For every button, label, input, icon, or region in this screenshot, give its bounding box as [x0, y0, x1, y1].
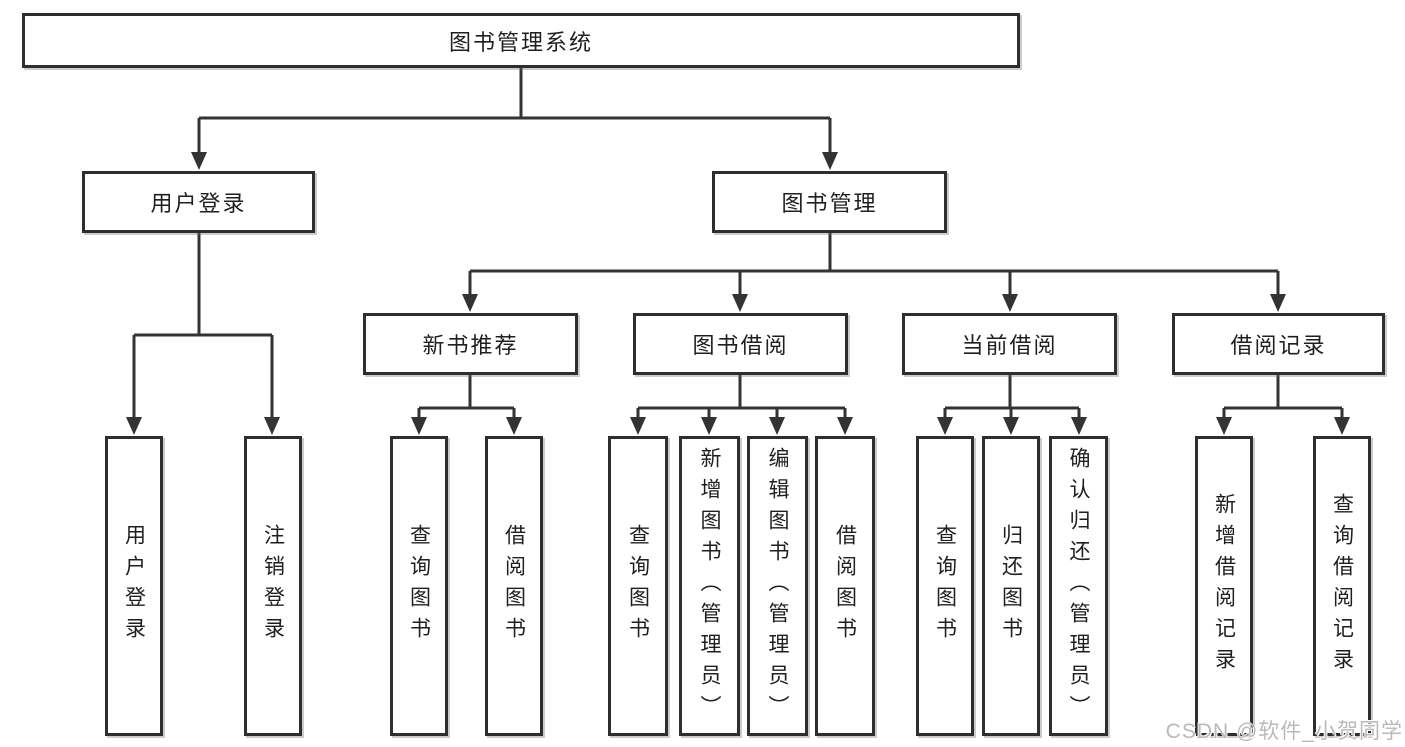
node-label: 新增图书（管理员） — [698, 446, 721, 726]
node-label: 查询图书 — [626, 524, 650, 648]
leaf-records-query-record: 查询借阅记录 — [1313, 436, 1371, 736]
watermark: CSDN @软件_小贺同学 — [1165, 720, 1403, 743]
node-current-borrow: 当前借阅 — [902, 313, 1117, 375]
node-label: 当前借阅 — [961, 333, 1058, 358]
leaf-current-query-books: 查询图书 — [916, 436, 974, 736]
node-user-login: 用户登录 — [82, 171, 315, 233]
leaf-borrow-borrow-books: 借阅图书 — [815, 436, 875, 736]
node-book-management: 图书管理 — [712, 171, 947, 233]
node-root: 图书管理系统 — [22, 13, 1020, 68]
node-label: 查询借阅记录 — [1330, 493, 1354, 679]
node-label: 新增借阅记录 — [1212, 493, 1236, 679]
leaf-newbook-borrow-books: 借阅图书 — [485, 436, 543, 736]
leaf-borrow-add-books-admin: 新增图书（管理员） — [679, 436, 740, 736]
node-label: 图书管理 — [781, 191, 878, 216]
leaf-newbook-query-books: 查询图书 — [390, 436, 448, 736]
node-label: 确认归还（管理员） — [1067, 446, 1090, 726]
node-label: 图书借阅 — [692, 333, 789, 358]
node-new-book-recommend: 新书推荐 — [363, 313, 578, 375]
leaf-logout-login: 注销登录 — [244, 436, 302, 736]
node-label: 用户登录 — [122, 524, 146, 648]
node-label: 用户登录 — [150, 191, 247, 216]
leaf-borrow-query-books: 查询图书 — [608, 436, 668, 736]
node-label: 查询图书 — [933, 524, 957, 648]
node-label: 新书推荐 — [422, 333, 519, 358]
leaf-borrow-edit-books-admin: 编辑图书（管理员） — [747, 436, 808, 736]
node-book-borrow: 图书借阅 — [633, 313, 848, 375]
node-label: 注销登录 — [261, 524, 285, 648]
node-label: 查询图书 — [407, 524, 431, 648]
leaf-current-return-books: 归还图书 — [982, 436, 1040, 736]
node-label: 借阅图书 — [502, 524, 526, 648]
leaf-records-add-record: 新增借阅记录 — [1195, 436, 1253, 736]
node-label: 借阅记录 — [1230, 333, 1327, 358]
node-borrow-records: 借阅记录 — [1172, 313, 1385, 375]
node-label: 图书管理系统 — [448, 29, 593, 55]
leaf-user-login: 用户登录 — [105, 436, 163, 736]
node-label: 借阅图书 — [833, 524, 857, 648]
node-label: 编辑图书（管理员） — [766, 446, 789, 726]
node-label: 归还图书 — [999, 524, 1023, 648]
leaf-current-confirm-return-admin: 确认归还（管理员） — [1049, 436, 1108, 736]
